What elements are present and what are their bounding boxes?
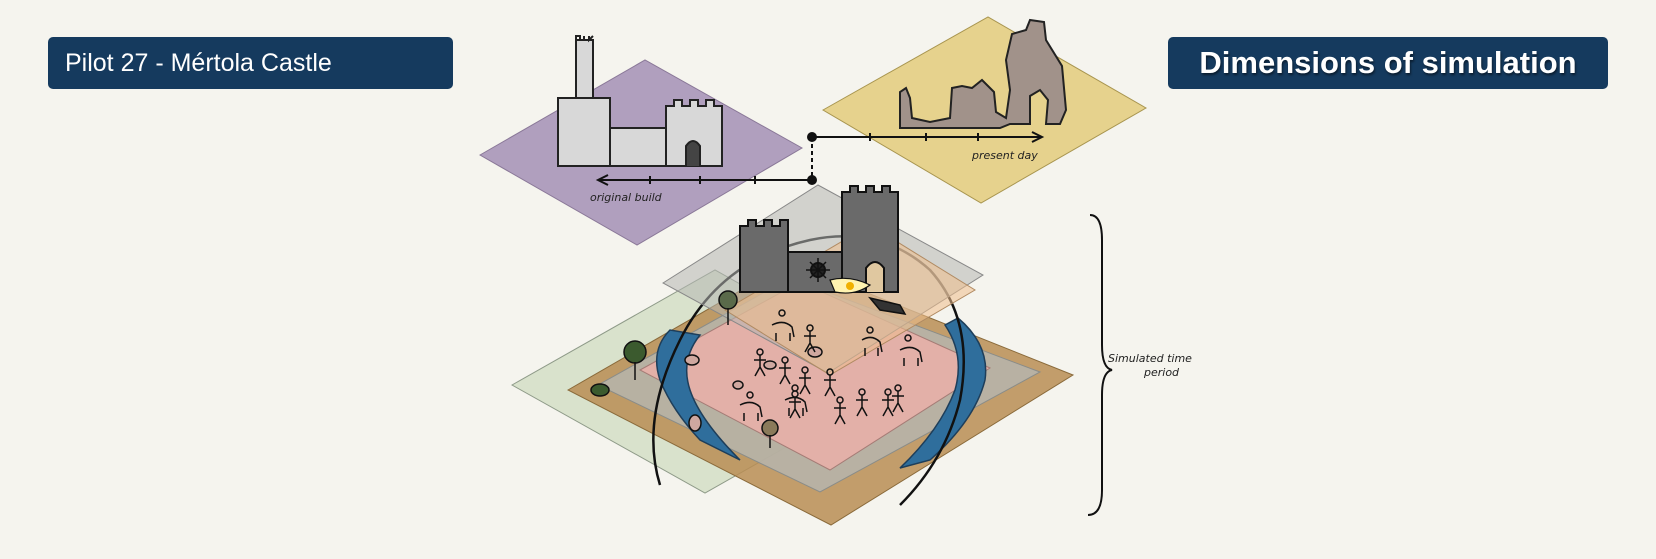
section-title-badge: Dimensions of simulation: [1168, 37, 1608, 89]
stick-figure-icon: [799, 366, 811, 395]
present-plane-group: present day: [807, 16, 1148, 204]
stick-figure-icon: [856, 388, 868, 417]
tree-icon: [623, 340, 647, 364]
present-label: present day: [971, 149, 1038, 162]
horse-rider-icon: [861, 326, 883, 356]
stick-figure-icon: [754, 348, 766, 377]
simulation-layer-stack: [510, 184, 1075, 526]
horse-rider-icon: [784, 384, 808, 416]
river-left: [655, 329, 741, 461]
present-timeline: [807, 131, 1045, 143]
stick-figure-icon: [882, 388, 894, 417]
time-period-brace: [1087, 214, 1113, 516]
castle-ruins-drawing: [899, 18, 1068, 129]
section-title: Dimensions of simulation: [1199, 45, 1577, 80]
stick-figure-icon: [834, 396, 846, 425]
stick-figure-icon: [892, 384, 904, 413]
tree-icon: [718, 290, 738, 310]
bush-icon: [590, 383, 610, 397]
past-label: original build: [590, 191, 663, 204]
annotation-line-1: Simulated time: [1108, 352, 1192, 365]
pilot-title-badge: Pilot 27 - Mértola Castle: [48, 37, 453, 89]
stick-figure-icon: [804, 324, 816, 353]
horse-rider-icon: [771, 309, 795, 341]
tree-icon: [761, 419, 779, 437]
stick-figure-icon: [824, 368, 836, 397]
original-castle-drawing: [557, 35, 723, 167]
horse-rider-icon: [739, 391, 763, 421]
castle-drawing: [739, 185, 907, 315]
horse-rider-icon: [899, 334, 923, 366]
pilot-title: Pilot 27 - Mértola Castle: [65, 48, 332, 77]
landscape-details: [590, 290, 823, 448]
stick-figure-icon: [779, 356, 791, 385]
people-figures: [739, 309, 923, 425]
past-plane-group: original build: [478, 35, 817, 246]
annotation-line-2: period: [1143, 366, 1180, 379]
